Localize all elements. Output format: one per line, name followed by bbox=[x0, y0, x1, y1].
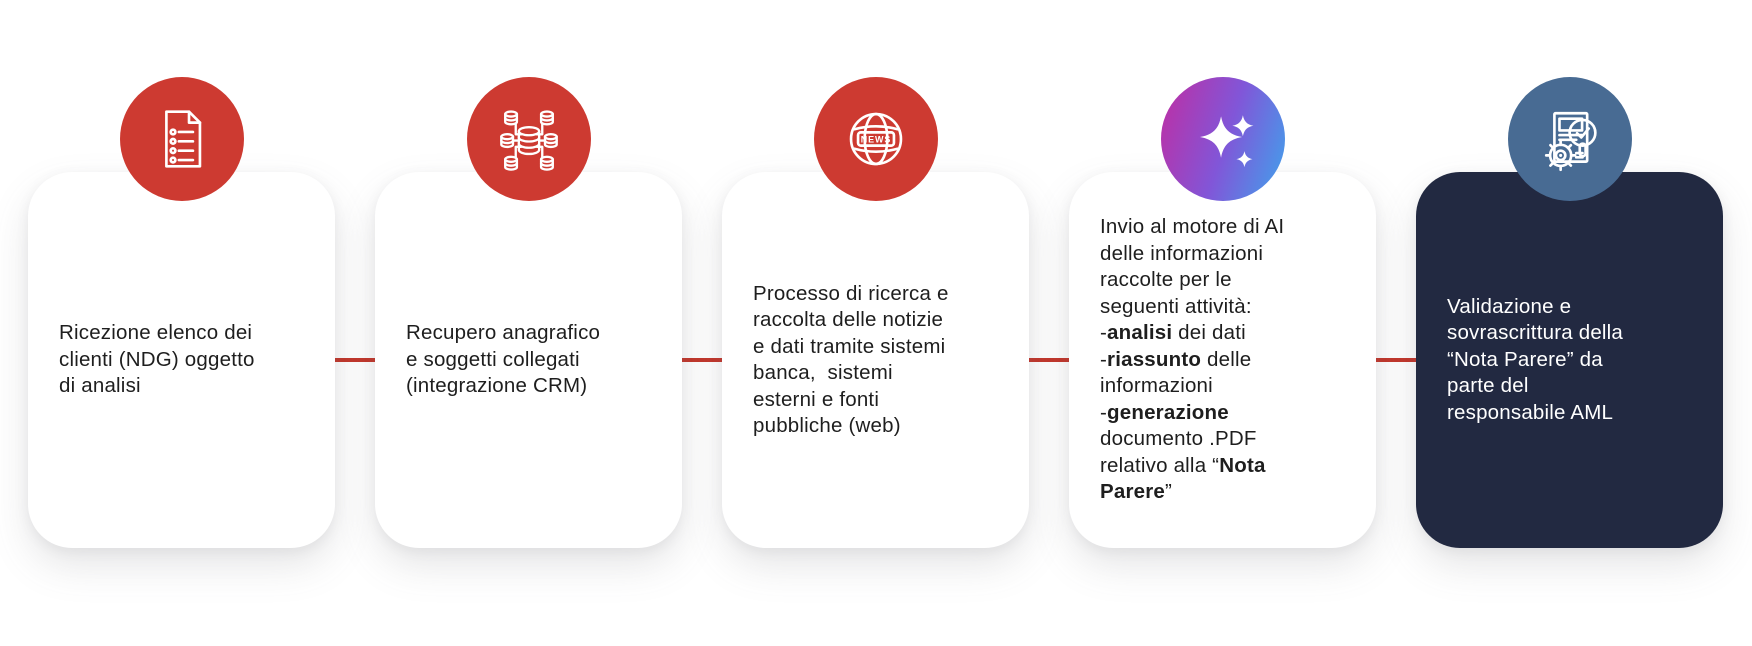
step-2: Recupero anagrafico e soggetti collegati… bbox=[375, 77, 682, 548]
step-2-text: Recupero anagrafico e soggetti collegati… bbox=[406, 321, 601, 398]
step-4-card: Invio al motore di AI delle informazioni… bbox=[1069, 172, 1376, 548]
news-label: NEWS bbox=[860, 135, 891, 145]
step-3-text: Processo di ricerca e raccolta delle not… bbox=[753, 281, 949, 438]
database-network-icon bbox=[490, 100, 568, 178]
step-4-badge bbox=[1160, 77, 1285, 201]
connector-2 bbox=[682, 358, 722, 362]
step-2-card: Recupero anagrafico e soggetti collegati… bbox=[375, 172, 682, 548]
step-5: Validazione e sovrascrittura della “Nota… bbox=[1416, 77, 1723, 548]
connector-4 bbox=[1376, 358, 1416, 362]
process-flow-diagram: Ricezione elenco dei clienti (NDG) ogget… bbox=[28, 77, 1723, 548]
document-checklist-icon bbox=[143, 100, 221, 178]
step-1-text: Ricezione elenco dei clienti (NDG) ogget… bbox=[59, 321, 255, 398]
step-1-card: Ricezione elenco dei clienti (NDG) ogget… bbox=[28, 172, 335, 548]
step-4-text: Invio al motore di AI delle informazioni… bbox=[1100, 215, 1285, 504]
step-4: Invio al motore di AI delle informazioni… bbox=[1069, 77, 1376, 548]
step-1-badge bbox=[119, 77, 244, 201]
step-3-badge: NEWS bbox=[813, 77, 938, 201]
connector-3 bbox=[1029, 358, 1069, 362]
step-2-badge bbox=[466, 77, 591, 201]
step-5-text: Validazione e sovrascrittura della “Nota… bbox=[1447, 294, 1624, 424]
ai-sparkles-icon bbox=[1184, 100, 1262, 178]
validation-review-icon bbox=[1531, 100, 1609, 178]
news-globe-icon: NEWS bbox=[837, 100, 915, 178]
step-5-badge bbox=[1507, 77, 1632, 201]
step-3-card: Processo di ricerca e raccolta delle not… bbox=[722, 172, 1029, 548]
connector-1 bbox=[335, 358, 375, 362]
step-5-card: Validazione e sovrascrittura della “Nota… bbox=[1416, 172, 1723, 548]
step-1: Ricezione elenco dei clienti (NDG) ogget… bbox=[28, 77, 335, 548]
step-3: NEWS Processo di ricerca e raccolta dell… bbox=[722, 77, 1029, 548]
